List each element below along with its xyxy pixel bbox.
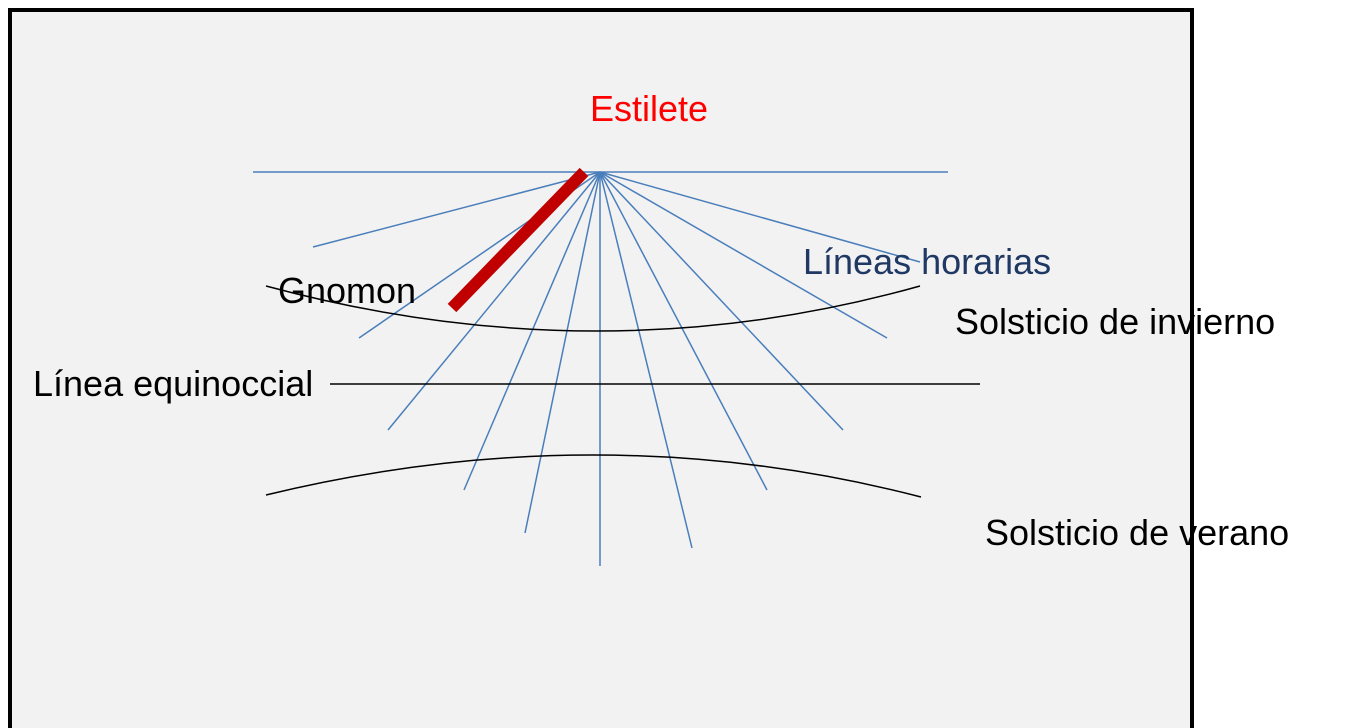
panel-background (8, 8, 1194, 728)
summer-solstice-curve (265, 454, 922, 498)
estilete-label: Estilete (590, 88, 709, 129)
hour-line (599, 171, 844, 431)
lineas-horarias-label: Líneas horarias (803, 241, 1052, 282)
gnomon-label: Gnomon (278, 270, 417, 311)
gnomon-bar (447, 167, 589, 313)
hour-line (599, 171, 768, 491)
hour-line (387, 171, 601, 431)
linea-equinoccial-label: Línea equinoccial (33, 363, 314, 404)
winter-solstice-curve (265, 285, 921, 332)
hour-line (599, 171, 888, 339)
solsticio-verano-label: Solsticio de verano (985, 512, 1290, 553)
solsticio-invierno-label: Solsticio de invierno (955, 301, 1276, 342)
hour-line (524, 171, 601, 534)
hour-line (599, 171, 693, 549)
hour-lines-group (253, 171, 948, 566)
hour-line (599, 171, 921, 263)
hour-line (463, 171, 601, 491)
hour-line (312, 171, 601, 248)
